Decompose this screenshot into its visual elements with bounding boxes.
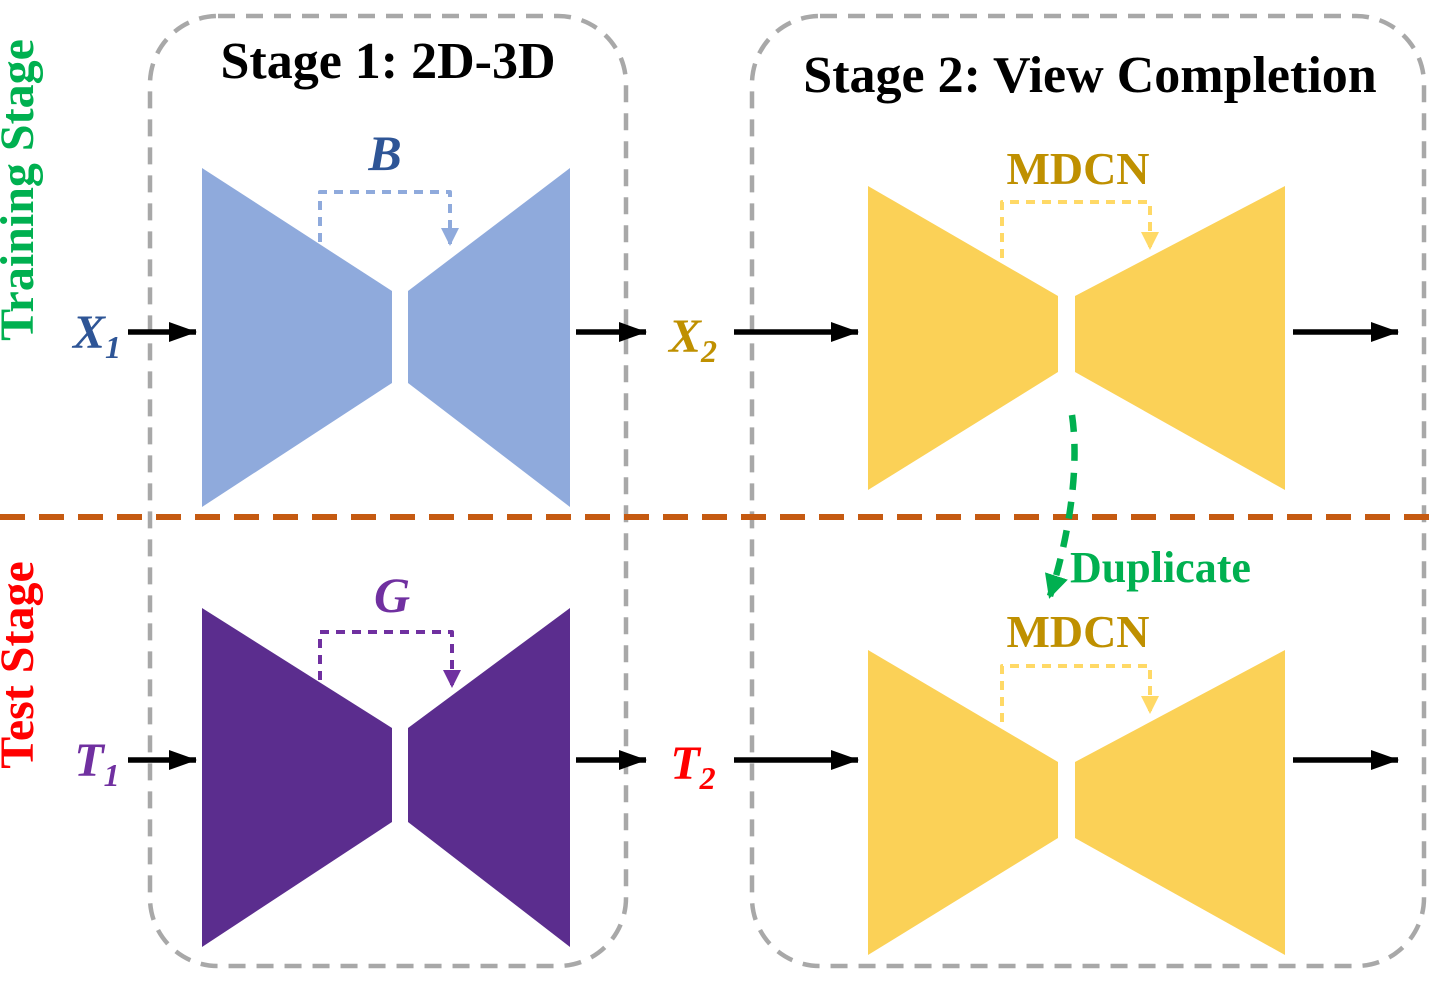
test-stage-label: Test Stage	[0, 561, 44, 769]
mdcn-top-encoder-shape	[868, 186, 1058, 490]
stage2-title: Stage 2: View Completion	[803, 47, 1376, 104]
x2-subscript: 2	[700, 333, 717, 369]
x1-base: X	[71, 306, 106, 359]
b-label: B	[367, 125, 401, 181]
stage1-title: Stage 1: 2D-3D	[220, 33, 555, 90]
x2-label: X2	[667, 310, 717, 369]
t2-subscript: 2	[699, 760, 716, 796]
blue-decoder-shape	[408, 168, 570, 507]
b-skip-arrow	[318, 190, 459, 246]
mdcn-bottom-encoder-shape	[868, 650, 1058, 955]
x1-label: X1	[71, 306, 121, 365]
stage1-box	[147, 13, 629, 969]
purple-encoder-shape	[202, 608, 392, 947]
g-skip-arrow	[318, 630, 461, 688]
mdcn-top-skip-arrow	[1000, 200, 1159, 258]
x2-base: X	[667, 310, 702, 363]
duplicate-arrow	[1044, 414, 1078, 599]
stage2-box	[749, 13, 1427, 969]
t1-label: T1	[74, 734, 119, 793]
t2-label: T2	[670, 737, 715, 796]
duplicate-label: Duplicate	[1070, 543, 1251, 592]
purple-decoder-shape	[408, 608, 570, 947]
mdcn-top-decoder-shape	[1075, 186, 1285, 490]
x1-subscript: 1	[105, 329, 121, 365]
t1-subscript: 1	[104, 757, 120, 793]
mdcn-bottom-label: MDCN	[1006, 606, 1149, 657]
t2-base: T	[670, 737, 701, 790]
mdcn-bottom-skip-arrow	[1000, 664, 1159, 722]
blue-encoder-shape	[202, 168, 392, 507]
training-stage-label: Training Stage	[0, 39, 44, 341]
mdcn-top-label: MDCN	[1006, 143, 1149, 194]
t1-base: T	[74, 734, 105, 787]
mdcn-bottom-decoder-shape	[1075, 650, 1285, 955]
g-label: G	[374, 567, 410, 623]
